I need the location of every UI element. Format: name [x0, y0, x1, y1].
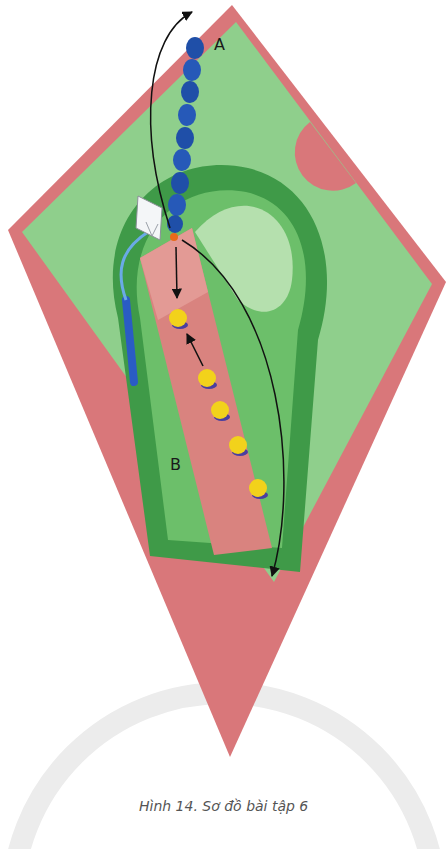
player-column-b [169, 309, 268, 499]
group-label: A [214, 36, 225, 54]
movement-arrow [151, 12, 192, 228]
figure-caption: Hình 14. Sơ đồ bài tập 6 [139, 798, 308, 815]
three-point-zone [113, 165, 327, 572]
backboard [136, 196, 162, 240]
court-floor [22, 22, 432, 582]
basket-net [146, 222, 158, 236]
basket-arm [121, 232, 148, 300]
player-column-a [167, 37, 204, 233]
center-circle [295, 122, 356, 191]
movement-arrow [182, 240, 284, 576]
lane [140, 228, 272, 555]
court-surround [8, 5, 446, 757]
lane-box [140, 228, 208, 320]
basket-pole [126, 300, 134, 382]
pass-arrow [176, 247, 177, 298]
group-label: B [170, 456, 181, 474]
free-throw-circle [195, 206, 293, 312]
ball [170, 233, 178, 241]
pass-arrow [187, 334, 203, 366]
